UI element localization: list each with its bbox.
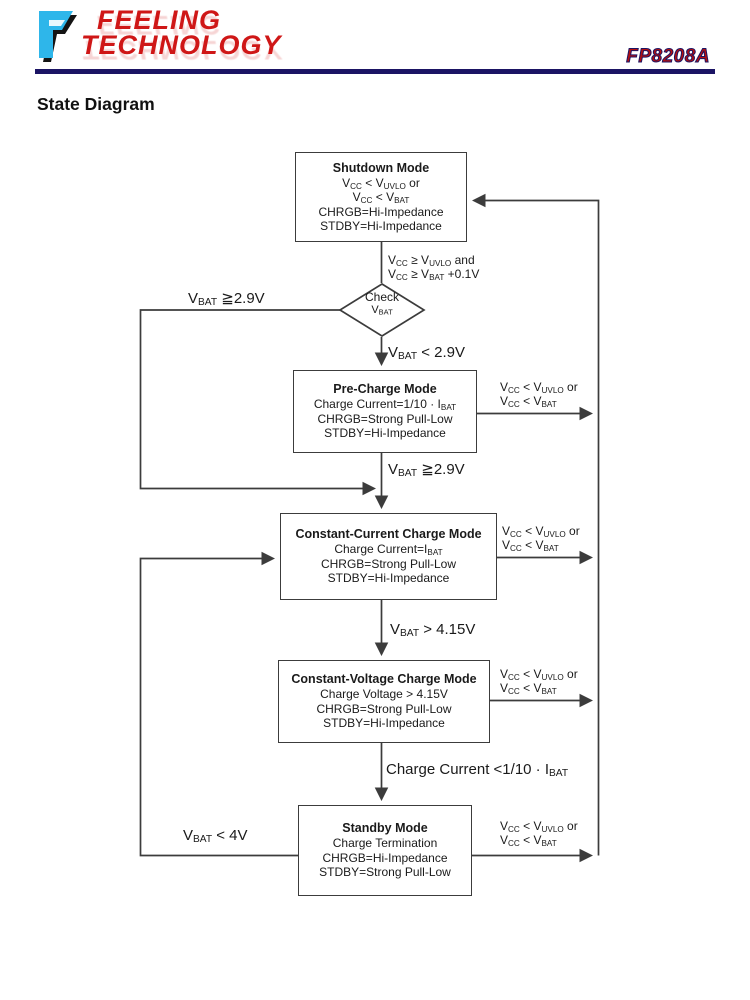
standby-line: Charge Termination — [332, 836, 438, 851]
edge-label-power-on: VCC ≥ VUVLO and VCC ≥ VBAT +0.1V — [388, 253, 480, 282]
edge-check-skip-precharge — [139, 309, 377, 496]
constant-voltage-mode-box: Constant-Voltage Charge Mode Charge Volt… — [278, 660, 490, 743]
standby-title: Standby Mode — [342, 821, 428, 836]
edge-label-vbat-ge-2v9-skip: VBAT ≧2.9V — [188, 290, 265, 309]
page-title: State Diagram — [37, 94, 155, 114]
check-label: Check — [364, 290, 399, 304]
constant-current-mode-box: Constant-Current Charge Mode Charge Curr… — [280, 513, 497, 600]
edge-label-vbat-lt-4v: VBAT < 4V — [183, 827, 248, 846]
shutdown-line: CHRGB=Hi-Impedance — [318, 204, 444, 219]
check-vbat-node: Check VBAT — [347, 290, 417, 317]
edge-standby-to-cc — [139, 551, 298, 857]
constant-current-line: CHRGB=Strong Pull-Low — [320, 556, 457, 571]
standby-mode-box: Standby Mode Charge Termination CHRGB=Hi… — [298, 805, 472, 896]
part-number: FP8208A — [626, 46, 710, 68]
edge-label-cv-fault: VCC < VUVLO or VCC < VBAT — [500, 667, 578, 696]
edge-label-vbat-lt-2v9: VBAT < 2.9V — [388, 344, 466, 363]
constant-voltage-line: Charge Voltage > 4.15V — [320, 687, 448, 702]
constant-voltage-line: CHRGB=Strong Pull-Low — [316, 701, 452, 716]
precharge-line: Charge Current=1/10 · IBAT — [313, 397, 457, 413]
edge-label-vbat-ge-2v9: VBAT ≧2.9V — [388, 461, 465, 480]
precharge-title: Pre-Charge Mode — [333, 382, 437, 397]
shutdown-line: VCC < VBAT — [352, 190, 410, 205]
edge-label-precharge-fault: VCC < VUVLO or VCC < VBAT — [500, 380, 578, 409]
logo-line1: FEELING — [97, 5, 222, 35]
header-rule — [35, 69, 715, 74]
logo-f-icon — [39, 11, 77, 62]
check-vbat-diamond — [338, 283, 426, 337]
constant-voltage-line: STDBY=Hi-Impedance — [323, 716, 445, 731]
constant-current-line: Charge Current=IBAT — [334, 542, 443, 558]
standby-line: CHRGB=Hi-Impedance — [322, 850, 448, 865]
constant-voltage-title: Constant-Voltage Charge Mode — [291, 672, 477, 687]
shutdown-title: Shutdown Mode — [332, 160, 430, 175]
constant-current-line: STDBY=Hi-Impedance — [327, 571, 450, 586]
constant-current-title: Constant-Current Charge Mode — [295, 527, 482, 542]
precharge-line: STDBY=Hi-Impedance — [324, 426, 446, 441]
logo-wordmark: FEELING TECHNOLOGY — [81, 5, 282, 60]
shutdown-line: STDBY=Hi-Impedance — [320, 219, 442, 233]
edge-label-cc-fault: VCC < VUVLO or VCC < VBAT — [502, 524, 580, 553]
shutdown-line: VCC < VUVLO or — [342, 175, 420, 191]
edge-fault-return — [471, 193, 600, 856]
standby-line: STDBY=Strong Pull-Low — [319, 865, 451, 880]
shutdown-mode-box: Shutdown Mode VCC < VUVLO or VCC < VBAT … — [295, 152, 467, 242]
precharge-line: CHRGB=Strong Pull-Low — [317, 411, 453, 426]
edge-label-standby-fault: VCC < VUVLO or VCC < VBAT — [500, 819, 578, 848]
check-vbat-label: VBAT — [371, 304, 393, 317]
edge-label-vbat-gt-4v15: VBAT > 4.15V — [390, 621, 476, 640]
precharge-mode-box: Pre-Charge Mode Charge Current=1/10 · IB… — [293, 370, 477, 453]
logo-line2: TECHNOLOGY — [81, 29, 282, 60]
edge-label-charge-current-lt: Charge Current <1/10 · IBAT — [386, 761, 569, 780]
